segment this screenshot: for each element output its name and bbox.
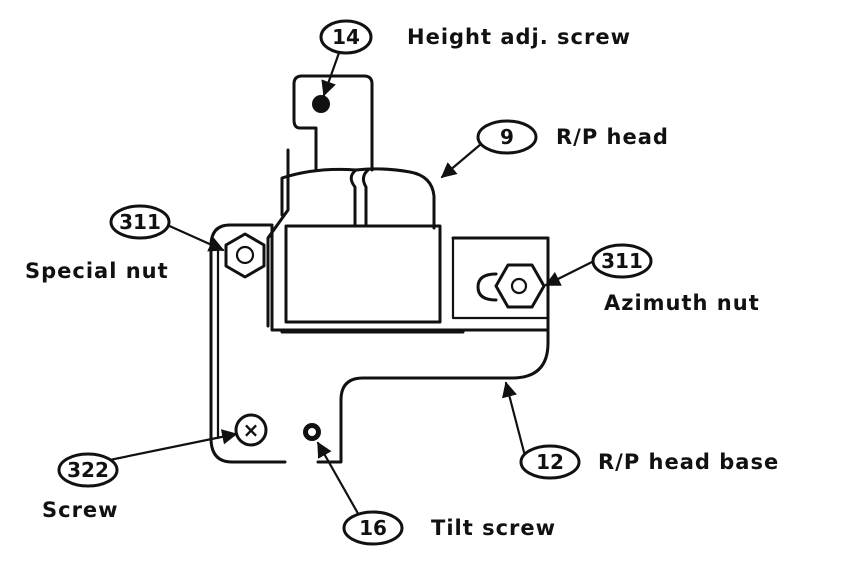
rp-head-base-plate [209,223,550,464]
callout-number: 311 [119,210,161,234]
callout-bubble [319,19,373,55]
callout-special-nut: 311 Special nut [25,204,171,283]
callout-height-adj-screw: 14 Height adj. screw [319,19,631,55]
callout-label: Azimuth nut [604,291,760,315]
rp-head [266,148,465,334]
callout-bubble [57,452,119,488]
callout-bubble [109,204,171,240]
screw-head: × [234,413,268,447]
callout-number: 12 [536,450,564,474]
leader-lines [93,48,594,519]
callout-number: 16 [359,516,387,540]
callout-bubble [342,510,404,546]
callout-tilt-screw: 16 Tilt screw [342,510,556,546]
azimuth-nut [476,263,546,309]
height-adjust-bracket [292,74,374,172]
callout-bubble [591,243,653,279]
callout-label: Screw [42,498,119,522]
callout-rp-head: 9 R/P head [476,119,669,155]
callout-screw: 322 Screw [42,452,119,522]
callout-number: 322 [67,458,109,482]
callout-bubble [519,444,581,480]
callout-rp-head-base: 12 R/P head base [519,444,779,480]
callout-number: 14 [332,25,360,49]
callout-label: R/P head base [598,450,779,474]
callout-label: R/P head [556,125,669,149]
callout-number: 9 [500,125,514,149]
tilt-screw-head [303,423,321,441]
callout-number: 311 [601,249,643,273]
callout-azimuth-nut: 311 Azimuth nut [591,243,760,315]
callout-label: Height adj. screw [407,25,631,49]
callout-label: Special nut [25,259,169,283]
callout-bubble [476,119,538,155]
svg-text:×: × [243,418,260,442]
callout-label: Tilt screw [431,516,556,540]
special-nut [224,232,266,279]
